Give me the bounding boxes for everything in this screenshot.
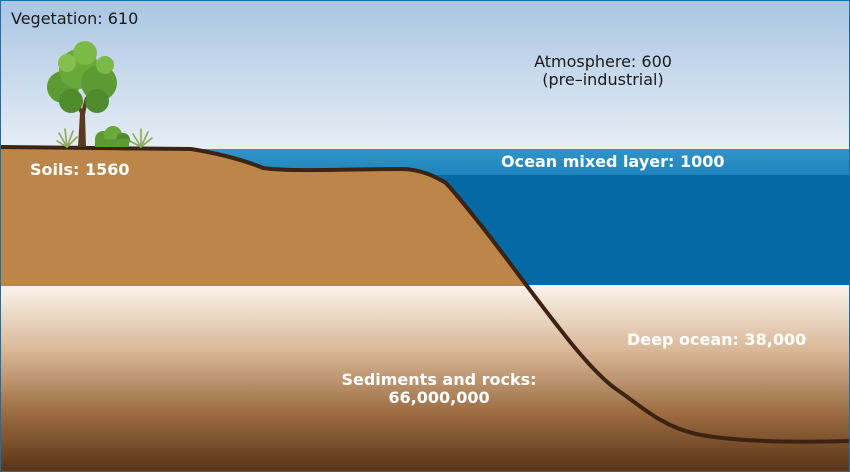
soils-label: Soils: 1560 — [30, 160, 130, 179]
bush-icon — [95, 126, 130, 147]
sediments-label-line2: 66,000,000 — [388, 388, 490, 408]
atmosphere-label-line1: Atmosphere: 600 — [534, 52, 672, 71]
tree-icon — [47, 41, 117, 147]
atmosphere-label-line2: (pre–industrial) — [542, 70, 664, 90]
sediments-label-line1: Sediments and rocks: — [341, 370, 537, 389]
deep-ocean-label: Deep ocean: 38,000 — [627, 330, 807, 349]
sediments-and-rocks — [1, 285, 849, 471]
sky — [1, 1, 849, 151]
ground-outline — [1, 145, 849, 444]
soil-land — [1, 147, 527, 286]
vegetation-label: Vegetation: 610 — [11, 9, 139, 28]
grass-icon — [56, 128, 153, 148]
atmosphere-label: Atmosphere: 600 (pre–industrial) — [521, 52, 685, 90]
ocean-mixed-layer-label: Ocean mixed layer: 1000 — [501, 152, 725, 171]
sediments-label: Sediments and rocks: 66,000,000 — [319, 370, 559, 408]
